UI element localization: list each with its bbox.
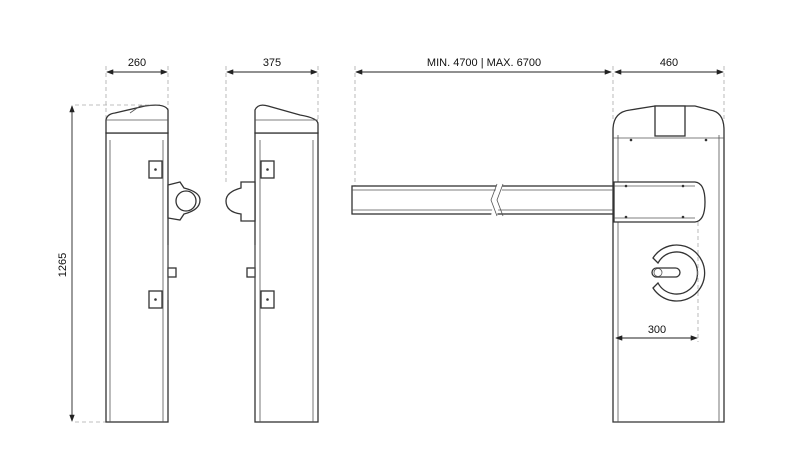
dimension-300: 300 [615,324,698,341]
dim-label-300: 300 [648,324,666,336]
dimension-260: 260 [106,57,168,75]
side-view-left [105,104,201,423]
dim-label-460: 460 [660,57,678,69]
dimension-375: 375 [226,57,318,75]
dimension-1265: 1265 [57,105,75,422]
front-view [351,105,725,423]
extension-lines [75,66,725,423]
release-dial [651,244,706,302]
dim-label-1265: 1265 [57,253,69,277]
dimension-boom: MIN. 4700 | MAX. 6700 [355,57,612,75]
side-view-right [225,104,319,423]
dimension-460: 460 [614,57,724,75]
dim-label-boom: MIN. 4700 | MAX. 6700 [427,57,541,69]
dim-label-375: 375 [263,57,281,69]
boom-arm [351,183,614,217]
dim-label-260: 260 [128,57,146,69]
